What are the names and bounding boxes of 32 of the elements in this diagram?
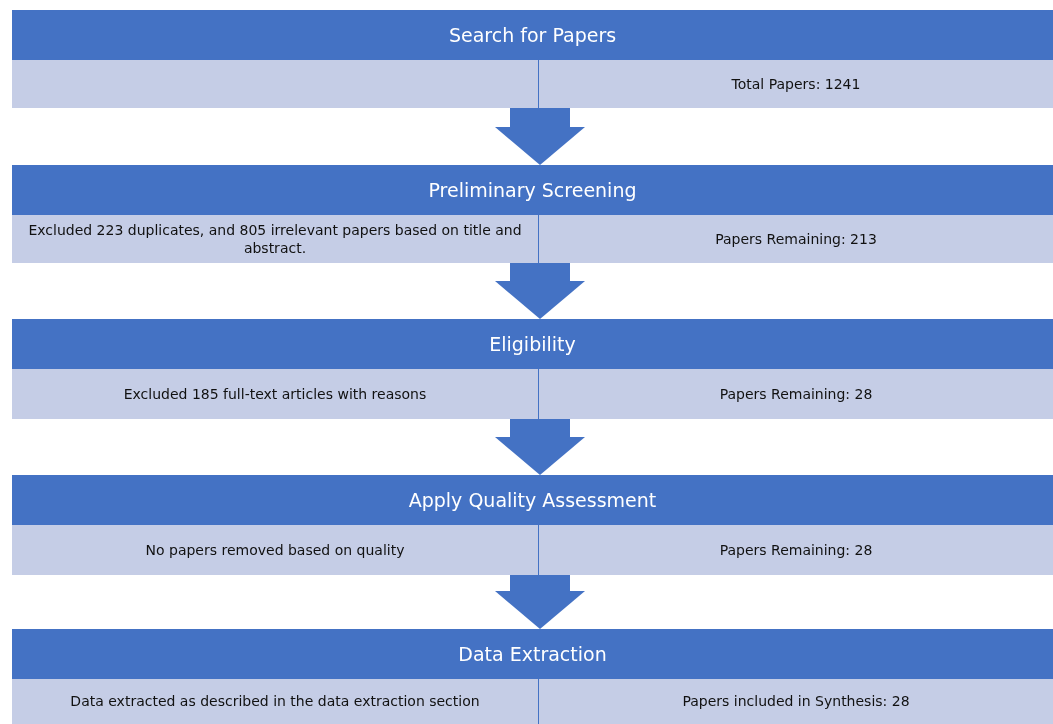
info-cell <box>539 215 1053 263</box>
info-cell <box>12 679 538 724</box>
cell-text: Data extracted as described in the data extraction section <box>70 692 480 711</box>
cell-text: Papers Remaining: 28 <box>719 384 873 404</box>
info-cell <box>12 369 538 419</box>
info-cell <box>539 369 1053 419</box>
block-arrow <box>495 419 585 475</box>
block-arrow <box>495 575 585 629</box>
stage-band <box>12 10 1053 108</box>
block-arrow <box>495 108 585 165</box>
info-cell <box>12 525 538 575</box>
stage-heading: Eligibility <box>489 333 576 355</box>
stage-heading: Preliminary Screening <box>428 179 637 201</box>
stage-heading: Search for Papers <box>448 24 617 46</box>
stage-band <box>12 319 1053 419</box>
cell-text: Total Papers: 1241 <box>731 74 861 94</box>
stage-band <box>12 165 1053 263</box>
block-arrow <box>495 263 585 319</box>
info-cell <box>539 525 1053 575</box>
cell-text: No papers removed based on quality <box>145 540 405 560</box>
info-cell <box>12 215 538 263</box>
cell-text: Excluded 185 full-text articles with reasons <box>123 384 427 404</box>
stage-heading: Data Extraction <box>458 643 607 665</box>
stage-band <box>12 475 1053 575</box>
cell-text: Excluded 223 duplicates, and 805 irrelevant papers based on title and abstract. <box>27 220 523 258</box>
cell-text: Papers included in Synthesis: 28 <box>682 692 910 711</box>
info-cell <box>539 679 1053 724</box>
stage-band <box>12 629 1053 724</box>
cell-text: Papers Remaining: 213 <box>715 229 877 249</box>
info-cell <box>539 60 1053 108</box>
stage-heading: Apply Quality Assessment <box>408 489 657 511</box>
cell-text: Papers Remaining: 28 <box>719 540 873 560</box>
